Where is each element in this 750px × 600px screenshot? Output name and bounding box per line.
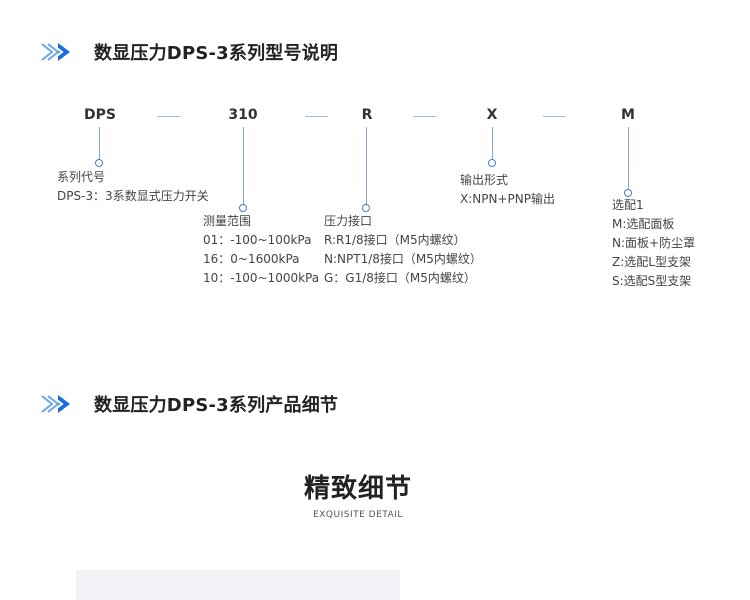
section-title: 数显压力DPS-3系列型号说明 [94,43,339,64]
connector-line [492,127,493,159]
section-heading-details: 数显压力DPS-3系列产品细节 [40,393,339,416]
connector-line [99,127,100,159]
desc-line: 测量范围 [203,214,252,228]
detail-image-panel [76,570,400,600]
connector-dot [624,189,632,197]
desc-line: 01：-100~100kPa [203,233,312,247]
connector-line [366,127,367,205]
section-heading-model: 数显压力DPS-3系列型号说明 [40,41,339,64]
desc-line: M:选配面板 [612,217,675,231]
desc-line: 16：0~1600kPa [203,252,300,266]
code-port: R [361,107,373,123]
separator-dash [157,116,180,117]
desc-line: S:选配S型支架 [612,274,692,288]
desc-line: 压力接口 [324,214,373,228]
desc-line: 选配1 [612,198,644,212]
desc-range: 测量范围 01：-100~100kPa 16：0~1600kPa 10：-100… [203,212,319,288]
connector-dot [488,159,496,167]
desc-line: X:NPN+PNP输出 [460,192,555,206]
desc-line: 10：-100~1000kPa [203,271,320,285]
section-title: 数显压力DPS-3系列产品细节 [94,395,339,416]
code-output: X [486,107,498,123]
desc-option: 选配1 M:选配面板 N:面板+防尘罩 Z:选配L型支架 S:选配S型支架 [612,196,695,291]
double-chevron-right-icon [41,42,70,62]
connector-dot [95,159,103,167]
detail-subtitle: EXQUISITE DETAIL [313,510,403,520]
separator-dash [543,116,566,117]
code-range: 310 [228,107,258,123]
double-chevron-right-icon [41,394,70,414]
desc-line: 输出形式 [460,173,509,187]
connector-dot [362,204,370,212]
connector-line [628,127,629,189]
desc-port: 压力接口 R:R1/8接口（M5内螺纹） N:NPT1/8接口（M5内螺纹） G… [324,212,482,288]
desc-line: Z:选配L型支架 [612,255,691,269]
desc-line: 系列代号 [57,170,106,184]
desc-output: 输出形式 X:NPN+PNP输出 [460,171,555,209]
detail-title: 精致细节 [303,474,412,504]
connector-line [243,127,244,205]
connector-dot [239,204,247,212]
code-series: DPS [84,107,116,123]
desc-line: G：G1/8接口（M5内螺纹） [324,271,476,285]
desc-line: DPS-3：3系数显式压力开关 [57,189,209,203]
desc-line: N:面板+防尘罩 [612,236,696,250]
separator-dash [413,116,436,117]
desc-line: R:R1/8接口（M5内螺纹） [324,233,466,247]
separator-dash [305,116,328,117]
desc-series: 系列代号 DPS-3：3系数显式压力开关 [57,168,209,206]
desc-line: N:NPT1/8接口（M5内螺纹） [324,252,482,266]
code-option: M [621,107,635,123]
